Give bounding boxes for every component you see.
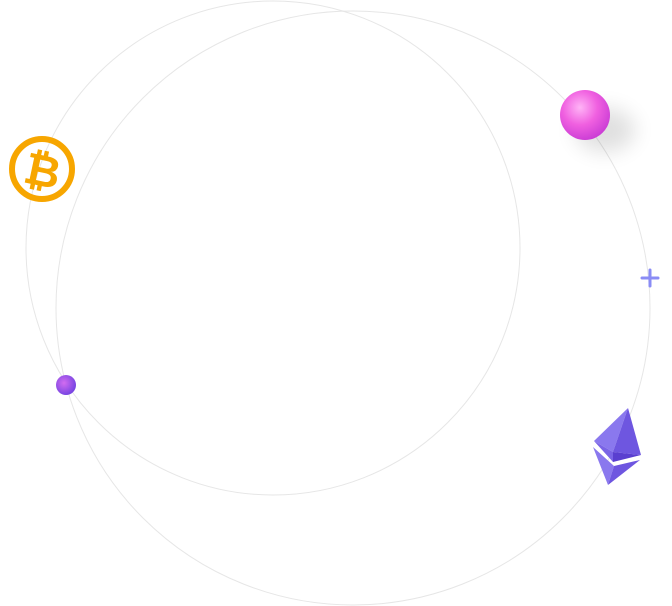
bitcoin-icon: ₿ bbox=[9, 136, 75, 202]
orbit-inner bbox=[25, 0, 521, 496]
purple-dot-icon bbox=[56, 375, 76, 395]
plus-icon bbox=[640, 268, 660, 288]
ethereum-icon bbox=[593, 408, 641, 485]
pink-sphere-icon bbox=[560, 90, 635, 152]
orbit-outer bbox=[55, 10, 651, 606]
